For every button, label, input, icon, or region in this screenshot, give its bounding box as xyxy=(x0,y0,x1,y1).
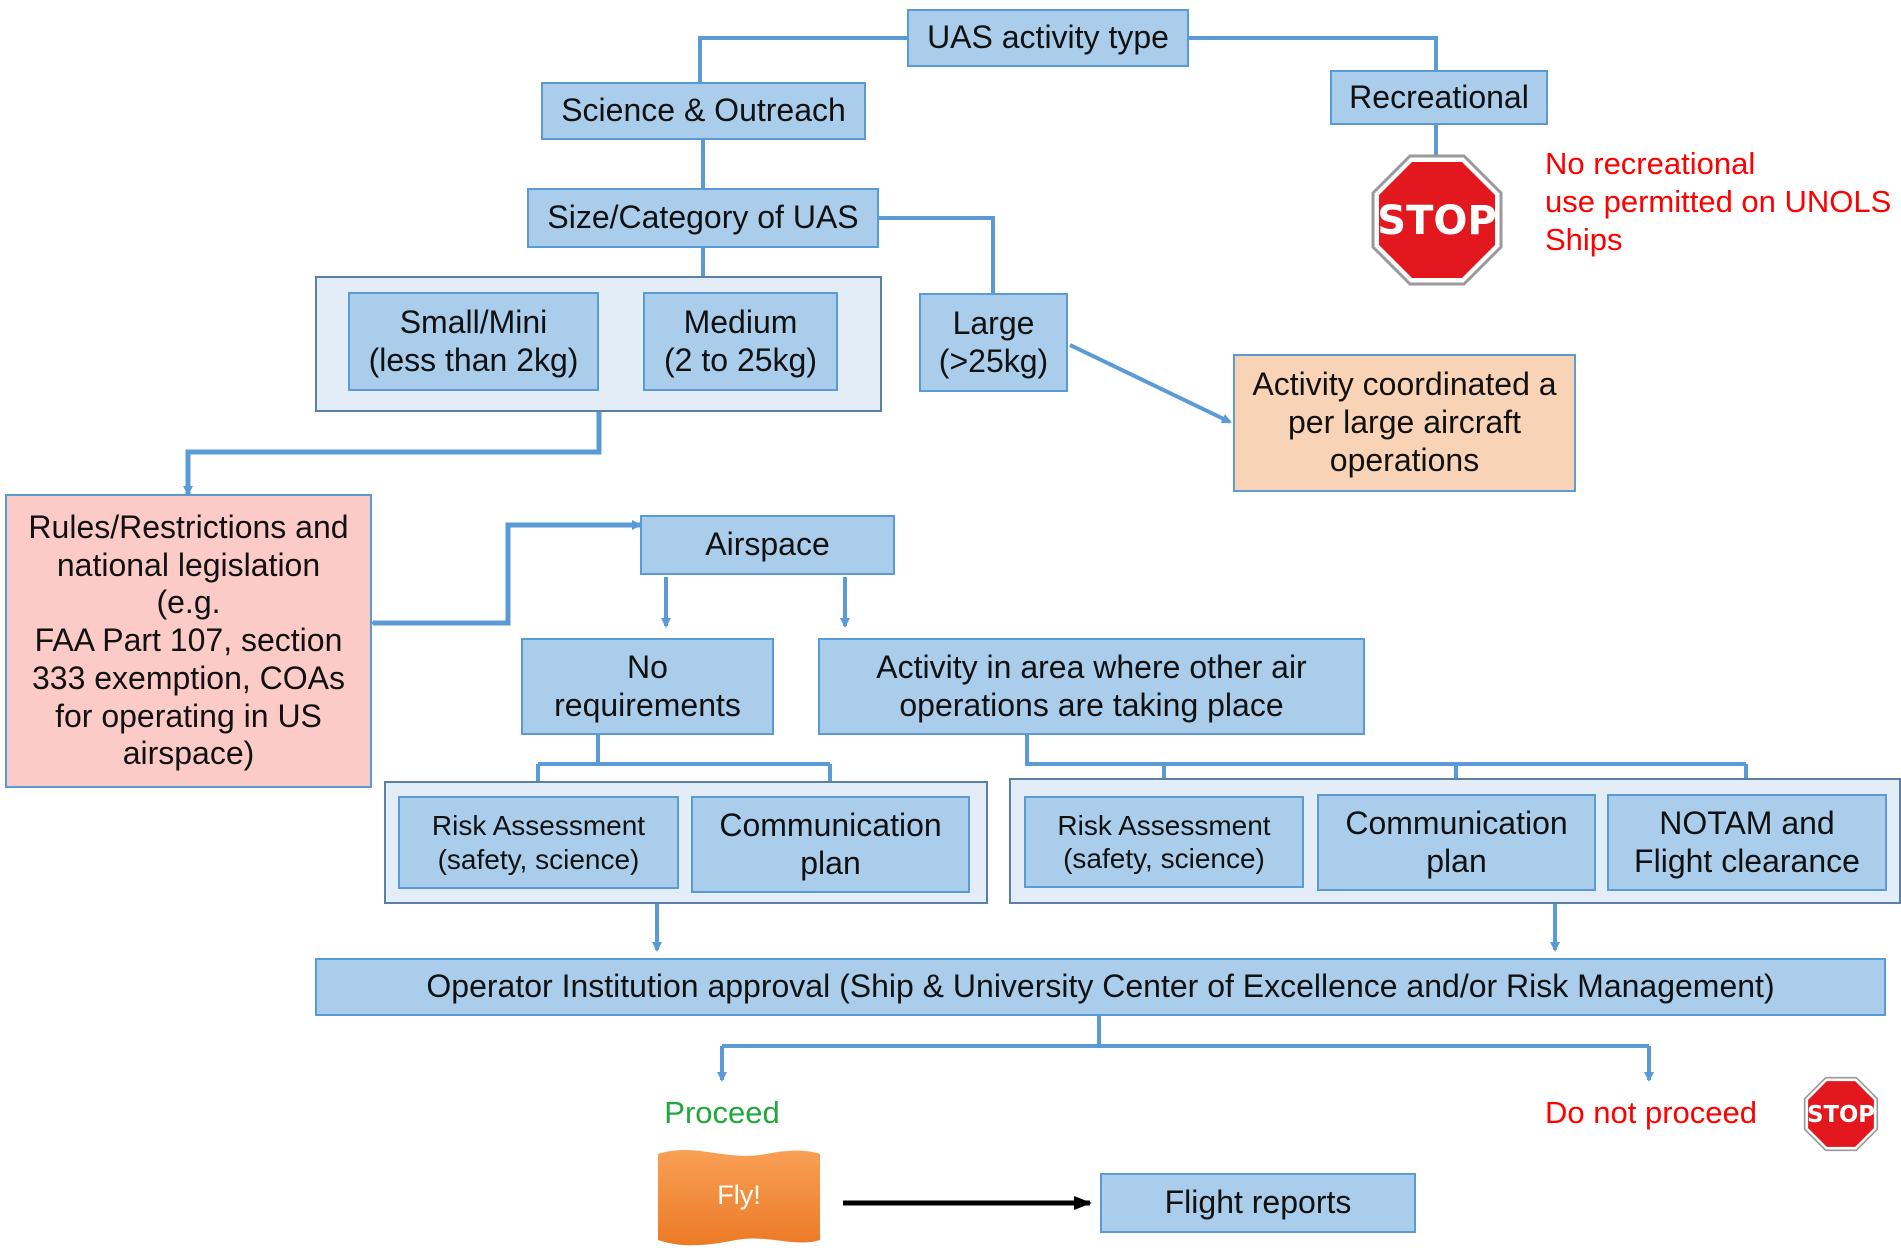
line-rules-airspace xyxy=(365,520,642,628)
risk-assessment-left-box: Risk Assessment (safety, science) xyxy=(398,796,679,889)
notam-flight-clearance-box: NOTAM and Flight clearance xyxy=(1607,794,1887,891)
line-large-to-large-ops xyxy=(1069,343,1232,424)
large-aircraft-ops-box: Activity coordinated a per large aircraf… xyxy=(1233,354,1576,492)
uas-activity-type-box: UAS activity type xyxy=(907,9,1189,67)
line-small-group-to-rules xyxy=(183,412,602,496)
stop-sign-icon: STOP xyxy=(1371,154,1503,286)
no-requirements-box: No requirements xyxy=(521,638,774,735)
do-not-proceed-label: Do not proceed xyxy=(1545,1095,1757,1130)
size-category-box: Size/Category of UAS xyxy=(527,188,879,248)
small-stop-sign-icon: STOP xyxy=(1803,1076,1879,1152)
svg-text:STOP: STOP xyxy=(1807,1102,1875,1128)
risk-assessment-right-box: Risk Assessment (safety, science) xyxy=(1024,796,1304,888)
fly-label: Fly! xyxy=(717,1180,761,1210)
line-size-to-large xyxy=(878,216,995,293)
other-air-operations-box: Activity in area where other air operati… xyxy=(818,638,1365,735)
small-mini-box: Small/Mini (less than 2kg) xyxy=(348,292,599,391)
rules-restrictions-box: Rules/Restrictions and national legislat… xyxy=(5,494,372,788)
fly-banner-shape xyxy=(658,1150,820,1246)
recreational-box: Recreational xyxy=(1330,70,1548,125)
line-type-to-science xyxy=(698,36,907,82)
medium-box: Medium (2 to 25kg) xyxy=(643,292,838,391)
science-outreach-box: Science & Outreach xyxy=(541,82,866,140)
large-box: Large (>25kg) xyxy=(919,293,1068,392)
communication-plan-right-box: Communication plan xyxy=(1317,794,1596,891)
line-approval-split xyxy=(720,1016,1651,1078)
airspace-box: Airspace xyxy=(640,515,895,575)
proceed-label: Proceed xyxy=(664,1095,780,1130)
flight-reports-box: Flight reports xyxy=(1100,1173,1416,1233)
line-type-to-recreational xyxy=(1188,36,1438,70)
communication-plan-left-box: Communication plan xyxy=(691,796,970,893)
operator-approval-box: Operator Institution approval (Ship & Un… xyxy=(315,958,1886,1016)
recreational-note: No recreational use permitted on UNOLS S… xyxy=(1545,146,1892,257)
line-no-req-to-items xyxy=(536,735,832,796)
svg-text:STOP: STOP xyxy=(1377,198,1496,244)
